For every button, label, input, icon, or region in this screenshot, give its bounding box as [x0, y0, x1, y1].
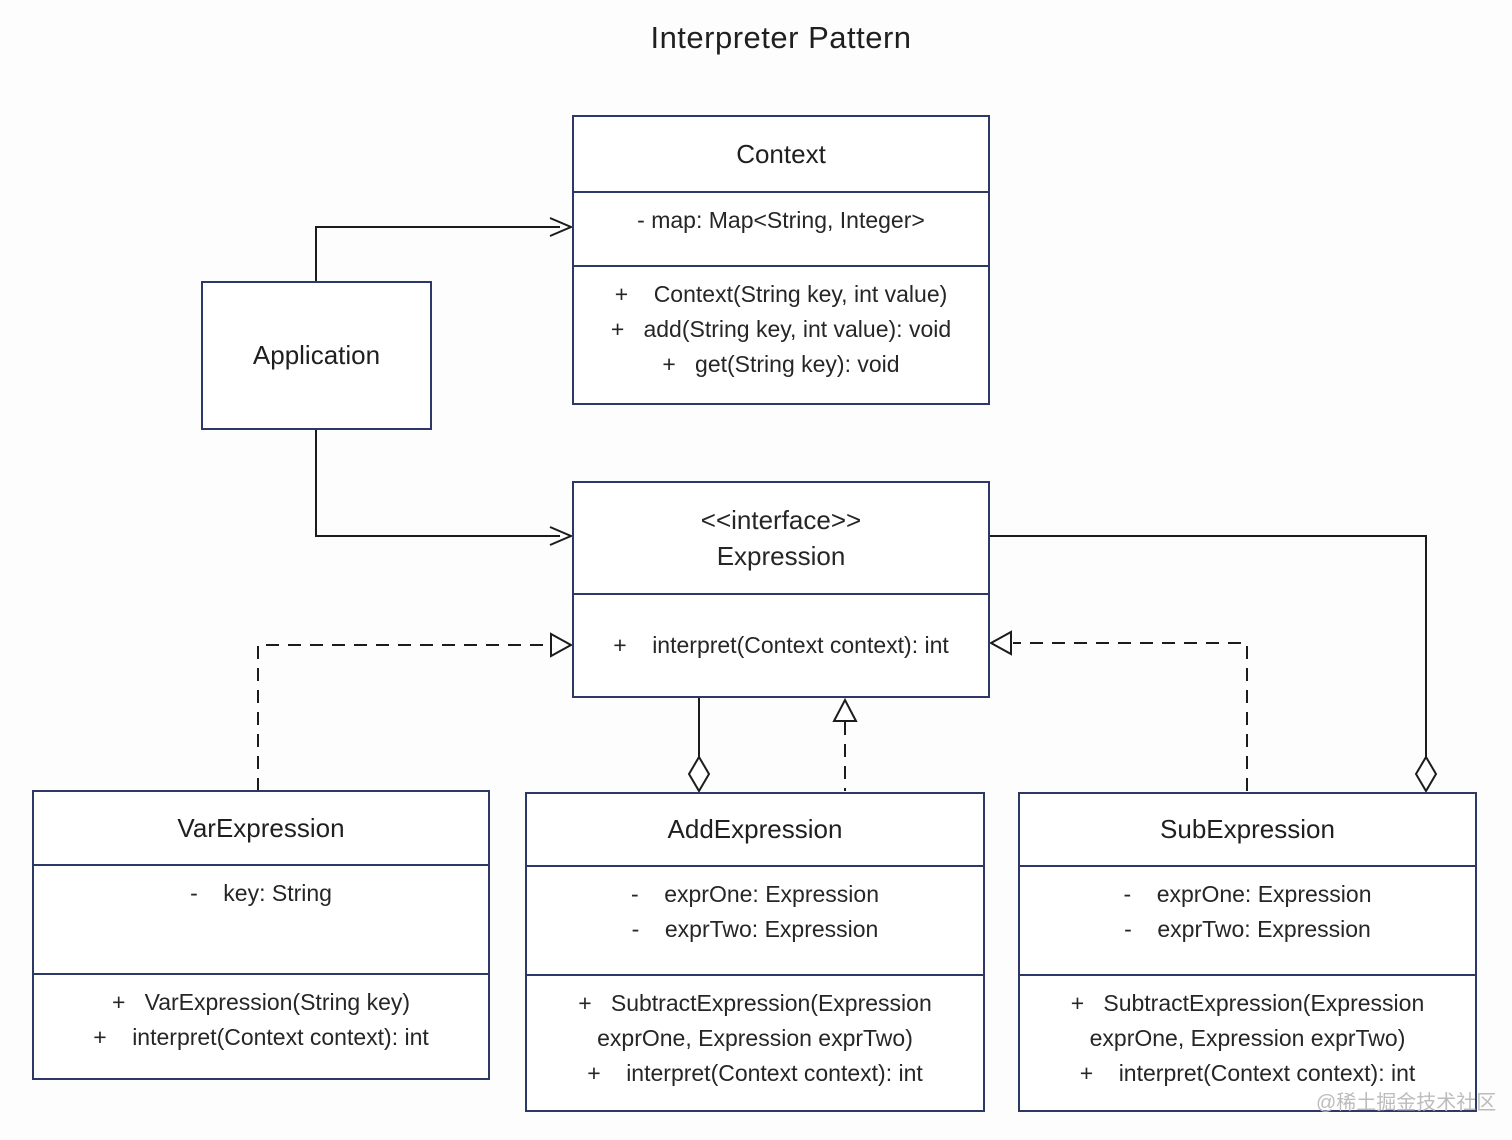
attribute-line: - exprOne: Expression — [1123, 881, 1372, 907]
watermark: @稀土掘金技术社区 — [1316, 1092, 1497, 1114]
class-varexpression-name: VarExpression — [177, 812, 345, 843]
interface-expression-name: Expression — [716, 541, 846, 571]
attribute-line: - exprTwo: Expression — [1124, 916, 1371, 942]
interface-stereotype: <<interface>> — [700, 505, 862, 535]
class-subexpression-name: SubExpression — [1160, 814, 1335, 844]
class-subexpression: SubExpression - exprOne: Expression - ex… — [1018, 792, 1477, 1112]
class-varexpression-attributes: - key: String — [34, 864, 488, 973]
class-subexpression-attributes: - exprOne: Expression - exprTwo: Express… — [1020, 865, 1475, 974]
class-varexpression-methods: + VarExpression(String key) + interpret(… — [34, 973, 488, 1078]
diagram-title: Interpreter Pattern — [650, 20, 912, 55]
method-line: exprOne, Expression exprTwo) — [597, 1025, 913, 1051]
edge-varexpression-expression-realization — [257, 632, 574, 791]
method-line: + interpret(Context context): int — [93, 1024, 429, 1050]
attribute-line: - exprTwo: Expression — [631, 916, 879, 942]
class-addexpression-methods: + SubtractExpression(Expression exprOne,… — [527, 974, 983, 1110]
class-application-name: Application — [252, 340, 381, 370]
attribute-line: - exprOne: Expression — [631, 881, 879, 907]
class-application: Application — [201, 281, 432, 430]
class-context: Context - map: Map<String, Integer> + Co… — [572, 115, 990, 405]
class-context-name: Context — [736, 138, 826, 169]
class-varexpression: VarExpression - key: String + VarExpress… — [32, 790, 490, 1080]
method-line: + SubtractExpression(Expression — [578, 990, 932, 1016]
method-line: exprOne, Expression exprTwo) — [1089, 1025, 1406, 1051]
method-line: + interpret(Context context): int — [587, 1060, 923, 1086]
method-line: + SubtractExpression(Expression — [1070, 990, 1425, 1016]
edge-application-context-association — [315, 217, 574, 281]
method-line: + get(String key): void — [662, 351, 900, 377]
edge-addexpression-expression-realization — [832, 697, 858, 791]
method-line: + add(String key, int value): void — [610, 316, 952, 342]
method-line: + interpret(Context context): int — [613, 632, 949, 658]
interface-expression-header: <<interface>> Expression — [574, 483, 988, 593]
attribute-line: - map: Map<String, Integer> — [637, 207, 925, 233]
class-subexpression-methods: + SubtractExpression(Expression exprOne,… — [1020, 974, 1475, 1110]
edge-application-expression-association — [315, 430, 574, 546]
edge-expression-addexpression-aggregation — [687, 698, 711, 793]
class-addexpression-attributes: - exprOne: Expression - exprTwo: Express… — [527, 865, 983, 974]
edge-expression-subexpression-aggregation — [990, 535, 1438, 793]
class-addexpression-name: AddExpression — [667, 814, 843, 844]
edge-subexpression-expression-realization — [988, 630, 1248, 791]
class-context-attributes: - map: Map<String, Integer> — [574, 191, 988, 265]
attribute-line: - key: String — [190, 880, 332, 906]
interface-expression: <<interface>> Expression + interpret(Con… — [572, 481, 990, 698]
interface-expression-methods: + interpret(Context context): int — [574, 593, 988, 696]
method-line: + Context(String key, int value) — [614, 281, 948, 307]
class-addexpression: AddExpression - exprOne: Expression - ex… — [525, 792, 985, 1112]
method-line: + interpret(Context context): int — [1079, 1060, 1416, 1086]
method-line: + VarExpression(String key) — [111, 989, 411, 1015]
class-context-methods: + Context(String key, int value) + add(S… — [574, 265, 988, 403]
